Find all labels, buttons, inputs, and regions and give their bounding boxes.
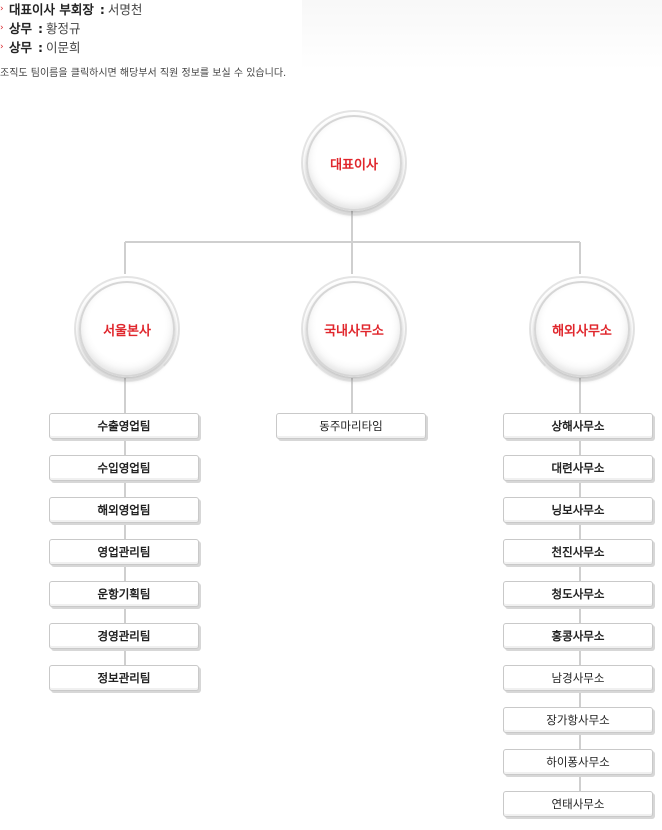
team-button[interactable]: 경영관리팀 [49,623,199,649]
executive-list: › 대표이사 부회장 : 서명천 › 상무 : 황정규 › 상무 : 이문희 [0,0,142,57]
team-button[interactable]: 홍콩사무소 [503,623,653,649]
team-button[interactable]: 남경사무소 [503,665,653,691]
team-button[interactable]: 수출영업팀 [49,413,199,439]
header-glow [302,0,662,70]
division-label: 서울본사 [103,323,151,339]
team-button[interactable]: 하이퐁사무소 [503,749,653,775]
bullet-icon: › [0,4,4,14]
division-node-seoul-hq: 서울본사 [74,276,180,382]
team-button[interactable]: 연태사무소 [503,791,653,817]
team-button[interactable]: 천진사무소 [503,539,653,565]
team-button[interactable]: 운항기획팀 [49,581,199,607]
executive-row: › 상무 : 이문희 [0,38,142,57]
executive-role: 대표이사 부회장 [9,2,94,17]
executive-name: 황정규 [46,21,81,36]
executive-row: › 대표이사 부회장 : 서명천 [0,0,142,19]
bullet-icon: › [0,42,4,52]
colon: : [38,40,44,55]
ceo-node: 대표이사 [301,110,407,216]
division-node-domestic-office: 국내사무소 [301,276,407,382]
team-button[interactable]: 청도사무소 [503,581,653,607]
team-button[interactable]: 정보관리팀 [49,665,199,691]
team-button[interactable]: 대련사무소 [503,455,653,481]
colon: : [38,21,44,36]
division-node-overseas-office: 해외사무소 [529,276,635,382]
team-button[interactable]: 장가항사무소 [503,707,653,733]
team-button[interactable]: 닝보사무소 [503,497,653,523]
executive-name: 서명천 [107,2,143,17]
division-label: 국내사무소 [324,323,384,339]
bullet-icon: › [0,23,4,33]
org-chart-notice: 조직도 팀이름을 클릭하시면 해당부서 직원 정보를 보실 수 있습니다. [0,68,287,79]
colon: : [99,2,105,17]
team-button[interactable]: 동주마리타임 [276,413,426,439]
ceo-label: 대표이사 [330,157,378,173]
executive-name: 이문희 [46,40,81,55]
team-button[interactable]: 영업관리팀 [49,539,199,565]
division-label: 해외사무소 [552,323,612,339]
team-button[interactable]: 수입영업팀 [49,455,199,481]
executive-role: 상무 [9,40,33,55]
executive-role: 상무 [9,21,33,36]
team-button[interactable]: 상해사무소 [503,413,653,439]
executive-row: › 상무 : 황정규 [0,19,142,38]
team-button[interactable]: 해외영업팀 [49,497,199,523]
